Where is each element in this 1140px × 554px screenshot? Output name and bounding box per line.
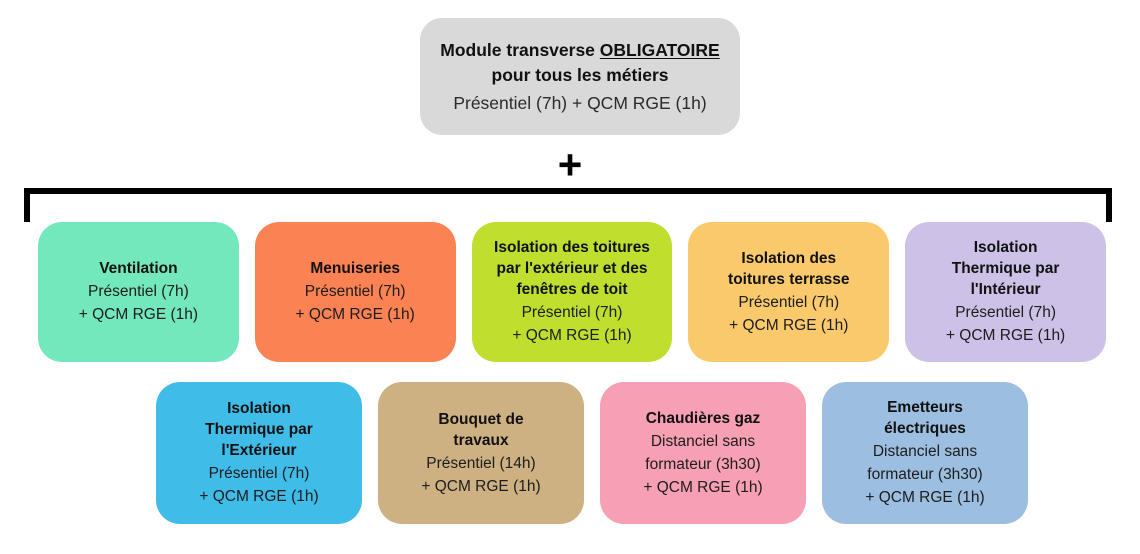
mandatory-module-title-line2: pour tous les métiers <box>491 64 669 85</box>
module-card[interactable]: Isolation Thermique par l'Extérieur Prés… <box>156 382 362 524</box>
module-card-subtitle: Distanciel sans formateur (3h30) + QCM R… <box>643 432 763 496</box>
module-card-title: Ventilation <box>99 260 178 277</box>
plus-operator-icon: + <box>557 141 583 188</box>
module-card-title: Isolation Thermique par l'Intérieur <box>951 239 1060 298</box>
module-card[interactable]: Isolation des toitures par l'extérieur e… <box>471 222 673 362</box>
module-card-title: Isolation des toitures terrasse <box>728 249 850 288</box>
module-card[interactable]: Ventilation Présentiel (7h) + QCM RGE (1… <box>38 222 239 362</box>
module-card-subtitle: Présentiel (7h) + QCM RGE (1h) <box>295 283 415 323</box>
module-card-subtitle: Présentiel (7h) + QCM RGE (1h) <box>945 304 1066 344</box>
module-row-1: Ventilation Présentiel (7h) + QCM RGE (1… <box>38 222 1106 362</box>
grouping-bracket <box>24 188 1112 222</box>
module-card[interactable]: Menuiseries Présentiel (7h) + QCM RGE (1… <box>254 222 456 362</box>
mandatory-module-title-emphasis: OBLIGATOIRE <box>599 39 720 60</box>
module-card-subtitle: Présentiel (7h) + QCM RGE (1h) <box>78 283 199 323</box>
module-card-subtitle: Présentiel (14h) + QCM RGE (1h) <box>421 454 541 495</box>
module-card-subtitle: Présentiel (7h) + QCM RGE (1h) <box>512 304 632 344</box>
module-card-title: Emetteurs électriques <box>884 399 966 437</box>
mandatory-module-subtitle: Présentiel (7h) + QCM RGE (1h) <box>453 92 707 113</box>
module-card-title: Menuiseries <box>310 260 400 277</box>
module-card[interactable]: Bouquet de travaux Présentiel (14h) + QC… <box>378 382 584 524</box>
module-card-subtitle: Présentiel (7h) + QCM RGE (1h) <box>729 293 849 334</box>
module-card-title: Isolation Thermique par l'Extérieur <box>205 400 313 459</box>
module-row-2: Isolation Thermique par l'Extérieur Prés… <box>156 382 1028 524</box>
module-card-title: Chaudières gaz <box>645 409 761 427</box>
mandatory-module-card: Module transverse OBLIGATOIRE pour tous … <box>420 18 740 135</box>
module-card[interactable]: Chaudières gaz Distanciel sans formateur… <box>600 382 806 524</box>
module-card[interactable]: Isolation Thermique par l'Intérieur Prés… <box>905 222 1106 362</box>
module-card-subtitle: Présentiel (7h) + QCM RGE (1h) <box>199 465 319 505</box>
module-card-title: Bouquet de travaux <box>438 410 524 449</box>
module-card[interactable]: Emetteurs électriques Distanciel sans fo… <box>822 382 1028 524</box>
mandatory-module-title-line1: Module transverse OBLIGATOIRE <box>440 38 719 63</box>
module-card-subtitle: Distanciel sans formateur (3h30) + QCM R… <box>865 443 985 506</box>
mandatory-module-title-prefix: Module transverse <box>440 39 600 60</box>
module-card[interactable]: Isolation des toitures terrasse Présenti… <box>688 222 890 362</box>
module-card-title: Isolation des toitures par l'extérieur e… <box>494 239 650 298</box>
